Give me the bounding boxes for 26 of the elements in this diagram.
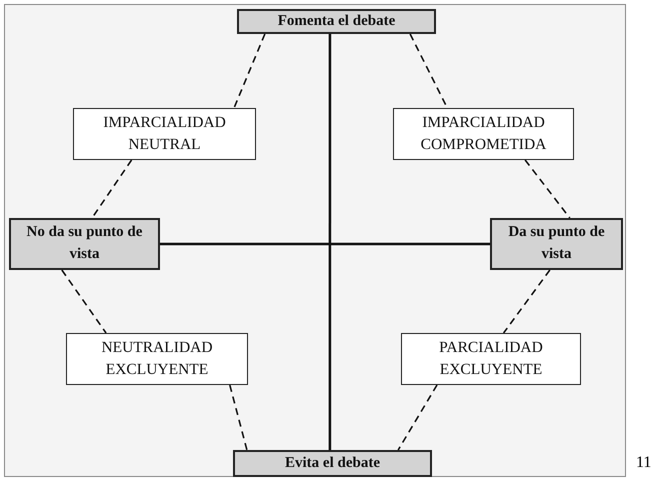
dashed-connector <box>397 384 438 450</box>
box-label: IMPARCIALIDAD COMPROMETIDA <box>420 113 548 155</box>
box-label: Evita el debate <box>284 454 381 473</box>
connector-line <box>160 242 490 246</box>
category-box <box>66 333 248 385</box>
dashed-connector <box>91 160 132 218</box>
dashed-connector <box>524 160 570 218</box>
box-label: NEUTRALIDAD EXCLUYENTE <box>100 338 214 380</box>
dashed-connector <box>502 270 550 334</box>
axis-pole-box <box>237 9 436 34</box>
box-label: IMPARCIALIDAD NEUTRAL <box>102 113 227 155</box>
axis-pole-box <box>490 218 623 270</box>
category-box <box>393 108 574 160</box>
box-label: No da su punto de vista <box>26 223 144 264</box>
dashed-connector <box>61 270 107 334</box>
box-label: Da su punto de vista <box>507 223 606 264</box>
box-label: PARCIALIDAD EXCLUYENTE <box>438 338 544 380</box>
box-label: Fomenta el debate <box>276 12 396 31</box>
page-number: 11 <box>636 454 652 472</box>
connector-line <box>328 34 332 450</box>
category-box <box>401 333 581 385</box>
category-box <box>73 108 256 160</box>
axis-pole-box <box>9 218 160 270</box>
axis-pole-box <box>233 450 432 477</box>
dashed-connector <box>229 384 248 450</box>
dashed-connector <box>233 34 266 108</box>
